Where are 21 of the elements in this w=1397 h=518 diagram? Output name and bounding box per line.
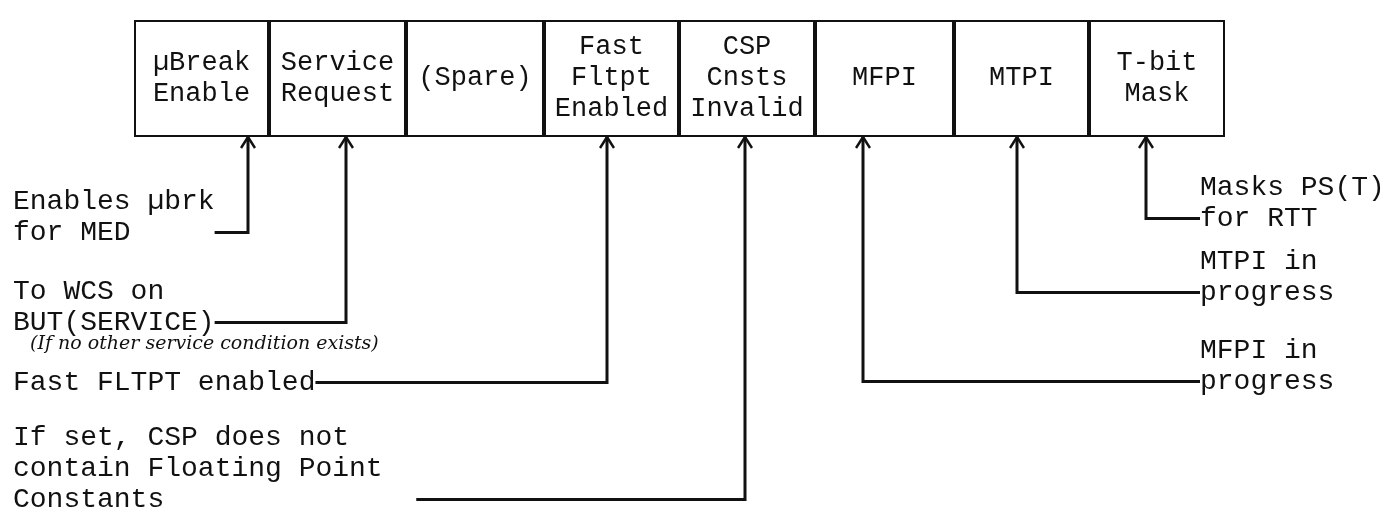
arrow: [416, 135, 754, 501]
register-bit-field: CSP Cnsts Invalid: [679, 20, 815, 137]
annotation-text: MFPI in progress: [1200, 335, 1385, 397]
arrow: [1008, 135, 1200, 294]
annotation-text: Enables µbrk for MED: [13, 186, 215, 248]
arrow: [1137, 135, 1200, 220]
register-bit-field: (Spare): [406, 20, 544, 137]
arrow: [315, 135, 616, 384]
annotation-text: If set, CSP does not contain Floating Point Constants: [13, 422, 417, 515]
arrow: [214, 135, 355, 324]
annotation-text: Fast FLTPT enabled: [13, 367, 316, 398]
register-bit-field: Service Request: [269, 20, 406, 137]
annotation-text: MTPI in progress: [1200, 246, 1385, 308]
register-bit-field: MFPI: [815, 20, 954, 137]
register-bit-field: Fast Fltpt Enabled: [544, 20, 679, 137]
arrow: [854, 135, 1200, 383]
register-bit-field: MTPI: [954, 20, 1089, 137]
register-bit-field: µBreak Enable: [134, 20, 269, 137]
arrow: [214, 135, 257, 234]
register-bit-field: T-bit Mask: [1089, 20, 1225, 137]
annotation-text: Masks PS(T) for RTT: [1200, 172, 1385, 234]
